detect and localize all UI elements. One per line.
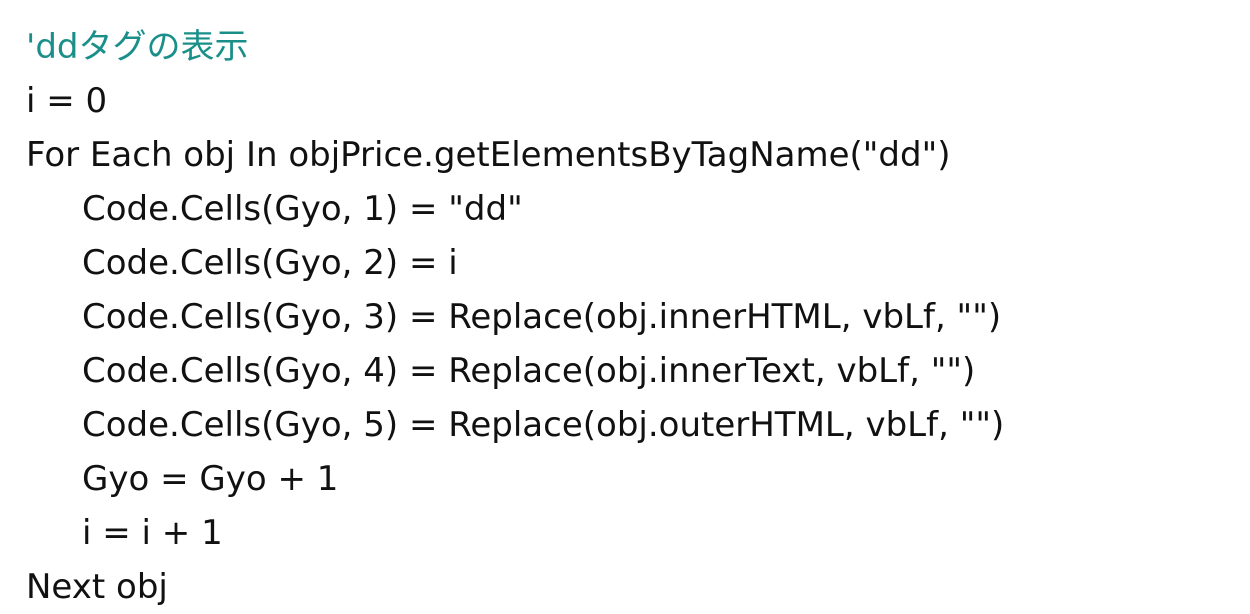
code-line-next: Next obj [26,567,168,607]
code-block: 'ddタグの表示 i = 0 For Each obj In objPrice.… [26,20,1236,614]
code-line-cells-5: Code.Cells(Gyo, 5) = Replace(obj.outerHT… [82,405,1005,445]
code-line-for-each: For Each obj In objPrice.getElementsByTa… [26,135,951,175]
code-line-gyo-increment: Gyo = Gyo + 1 [82,459,339,499]
code-line-init-i: i = 0 [26,81,108,121]
code-line-i-increment: i = i + 1 [82,513,223,553]
code-line-cells-4: Code.Cells(Gyo, 4) = Replace(obj.innerTe… [82,351,976,391]
code-line-cells-3: Code.Cells(Gyo, 3) = Replace(obj.innerHT… [82,297,1002,337]
code-comment: 'ddタグの表示 [26,27,249,67]
code-line-cells-1: Code.Cells(Gyo, 1) = "dd" [82,189,523,229]
code-line-cells-2: Code.Cells(Gyo, 2) = i [82,243,458,283]
